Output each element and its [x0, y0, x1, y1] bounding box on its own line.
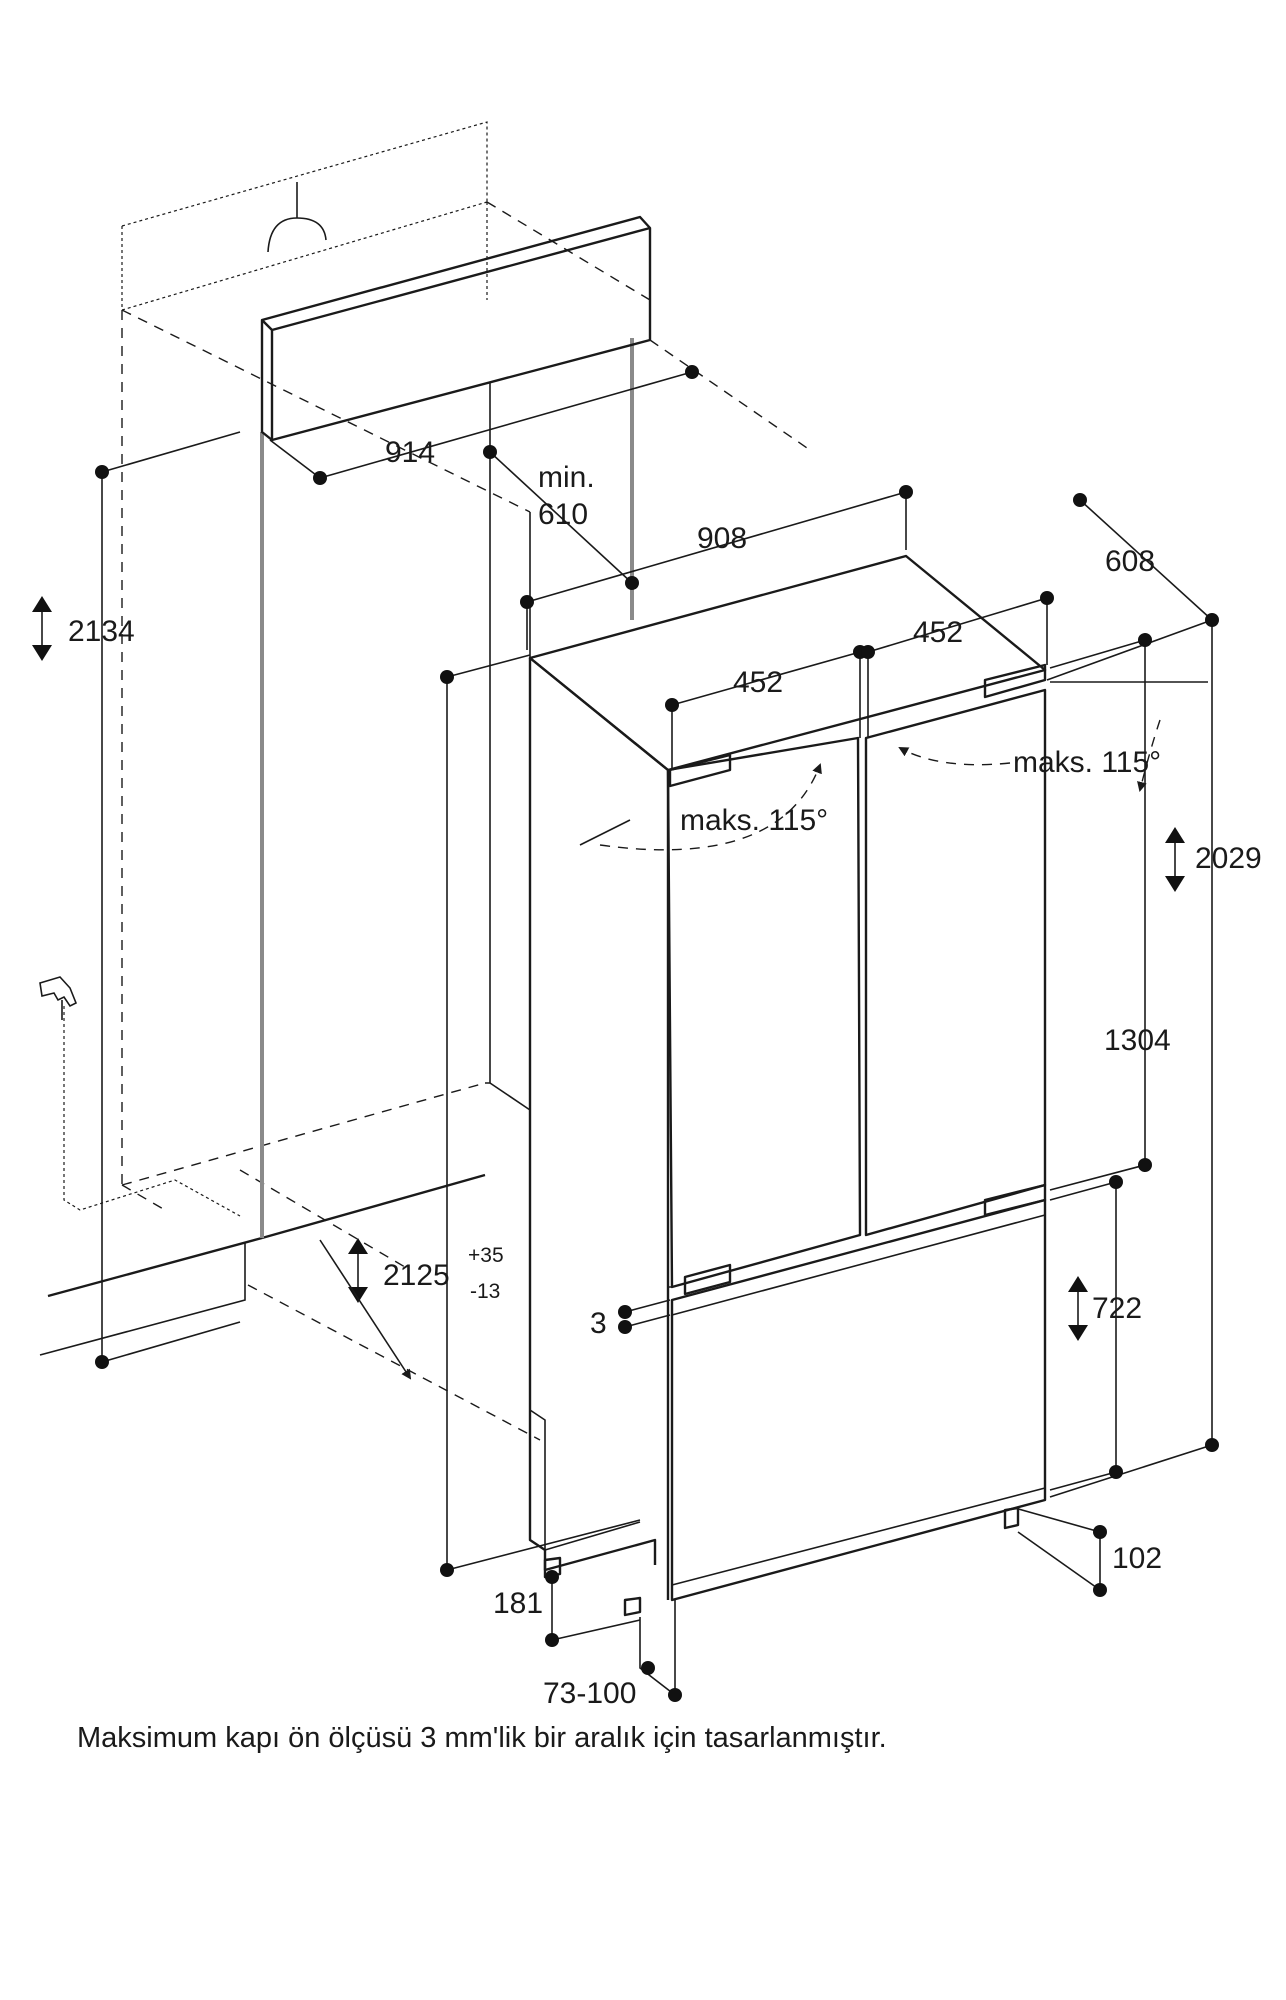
dimension-points	[95, 365, 1219, 1702]
water-tap-icon	[39, 976, 241, 1217]
label-right-swing: maks. 115°	[1013, 746, 1161, 779]
niche-outline	[121, 121, 811, 1441]
label-left-swing: maks. 115°	[680, 804, 828, 837]
label-niche-opening-height: 2125	[383, 1259, 450, 1292]
caption: Maksimum kapı ön ölçüsü 3 mm'lik bir ara…	[77, 1722, 887, 1754]
label-appliance-width: 908	[697, 522, 747, 555]
label-door-gap: 3	[590, 1307, 607, 1340]
label-min: min.	[538, 461, 595, 494]
dimension-lines	[101, 371, 1213, 1696]
arrow-722-icon	[1068, 1276, 1088, 1341]
label-upper-door-height: 1304	[1104, 1024, 1171, 1057]
label-door-width-left: 452	[733, 666, 783, 699]
ventilation-icon	[267, 182, 327, 253]
label-appliance-depth: 608	[1105, 545, 1155, 578]
appliance	[528, 554, 1047, 1617]
label-tolerance-plus: +35	[468, 1244, 504, 1267]
top-panel	[260, 215, 652, 442]
label-tolerance-minus: -13	[470, 1280, 500, 1303]
dimension-arrow-icons	[32, 596, 1185, 1380]
arrow-2029-icon	[1165, 827, 1185, 892]
arrow-2125-icon	[348, 1238, 368, 1303]
label-foot-range: 73-100	[543, 1677, 636, 1710]
label-min-value: 610	[538, 498, 588, 531]
label-plinth-height: 102	[1112, 1542, 1162, 1575]
door-swing-arcs	[579, 681, 1208, 851]
arrow-depth-icon	[319, 1239, 412, 1380]
arrow-2134-icon	[32, 596, 52, 661]
label-plinth-depth: 181	[493, 1587, 543, 1620]
label-door-width-right: 452	[913, 616, 963, 649]
label-niche-height: 2134	[68, 615, 135, 648]
label-lower-door-height: 722	[1092, 1292, 1142, 1325]
dimension-labels: 2134 914 min. 610 908 608 452 452 maks. …	[68, 436, 1262, 1710]
label-appliance-height: 2029	[1195, 842, 1262, 875]
label-niche-width: 914	[385, 436, 435, 469]
